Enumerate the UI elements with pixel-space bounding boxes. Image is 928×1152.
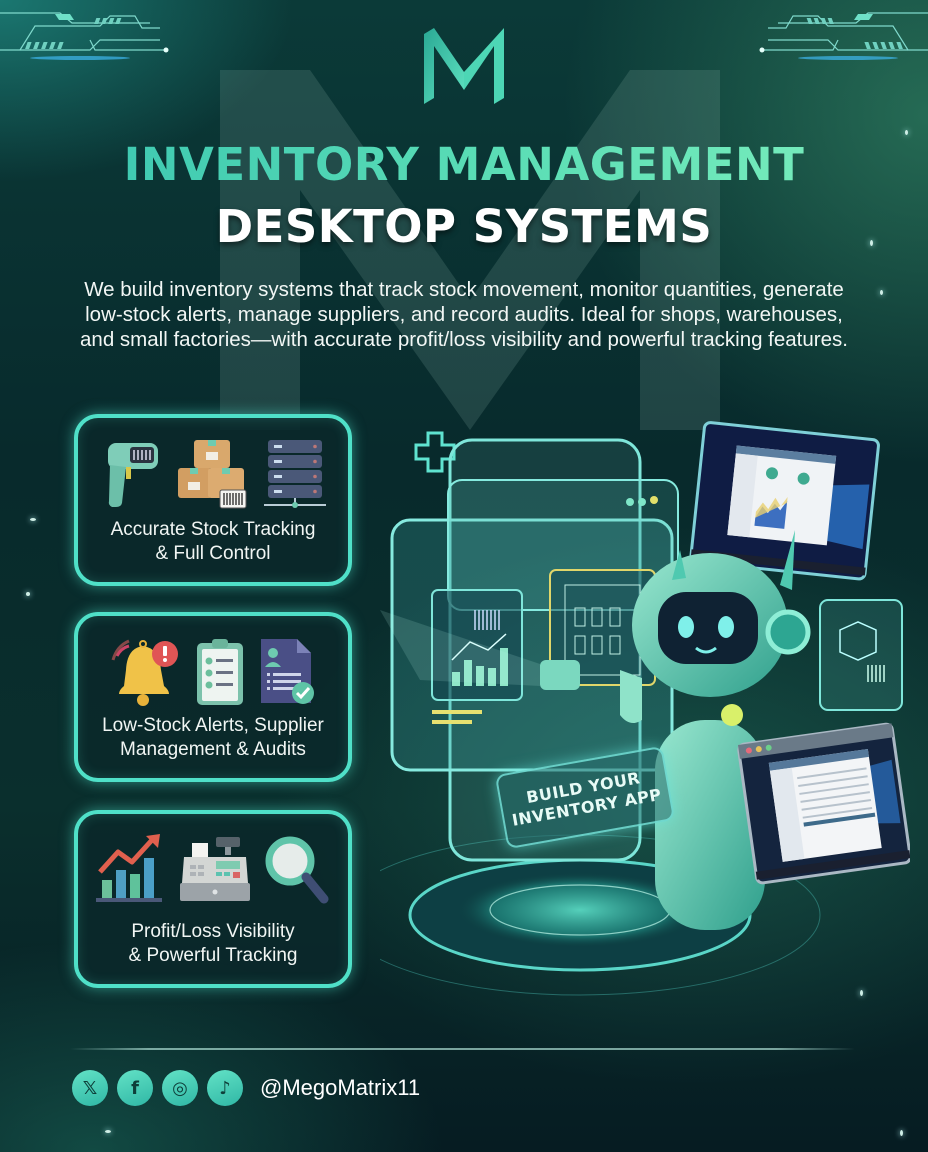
feature-label: Profit/Loss Visibility & Powerful Tracki… bbox=[128, 921, 298, 966]
x-icon[interactable]: 𝕏 bbox=[72, 1070, 108, 1106]
boxes-icon bbox=[178, 440, 247, 509]
feature-card-alerts-suppliers: Low-Stock Alerts, Supplier Management & … bbox=[74, 612, 352, 782]
sparkle bbox=[30, 518, 36, 521]
holographic-dashboard bbox=[390, 479, 679, 772]
m-monogram-icon bbox=[424, 28, 504, 104]
robot-mascot bbox=[380, 530, 811, 930]
supplier-document-icon bbox=[261, 639, 314, 704]
desktop-window-table bbox=[737, 722, 910, 885]
server-icon bbox=[264, 440, 326, 508]
tech-decoration-left bbox=[0, 12, 169, 60]
title-line-1: INVENTORY MANAGEMENT bbox=[0, 138, 928, 191]
sparkle bbox=[870, 240, 873, 246]
feature-label: Accurate Stock Tracking & Full Control bbox=[110, 519, 316, 564]
social-handle: @MegoMatrix11 bbox=[260, 1075, 421, 1100]
growth-chart-icon bbox=[96, 834, 162, 902]
facebook-icon[interactable]: f bbox=[117, 1070, 153, 1106]
checklist-clipboard-icon bbox=[197, 639, 243, 705]
sparkle bbox=[105, 1130, 111, 1133]
sparkle bbox=[880, 290, 883, 295]
cash-register-icon bbox=[180, 837, 250, 901]
description-text: We build inventory systems that track st… bbox=[80, 278, 848, 351]
social-links: 𝕏 f ◎ ♪ @MegoMatrix11 bbox=[72, 1070, 420, 1106]
magnifier-icon bbox=[265, 836, 329, 904]
tiktok-icon[interactable]: ♪ bbox=[207, 1070, 243, 1106]
sparkle bbox=[905, 130, 908, 135]
instagram-icon[interactable]: ◎ bbox=[162, 1070, 198, 1106]
background-m-watermark bbox=[220, 70, 720, 430]
sparkle bbox=[860, 990, 863, 996]
desktop-window-dashboard bbox=[689, 421, 880, 581]
title-line-2: DESKTOP SYSTEMS bbox=[215, 200, 713, 253]
alert-bell-icon bbox=[111, 639, 178, 706]
barcode-scanner-icon bbox=[108, 443, 158, 507]
tech-decoration-right bbox=[759, 12, 928, 60]
feature-card-stock-tracking: Accurate Stock Tracking & Full Control bbox=[74, 414, 352, 586]
feature-label: Low-Stock Alerts, Supplier Management & … bbox=[102, 715, 324, 760]
sparkle bbox=[26, 592, 30, 596]
sparkle bbox=[900, 1130, 903, 1136]
feature-card-profit-loss: Profit/Loss Visibility & Powerful Tracki… bbox=[74, 810, 352, 988]
footer-divider bbox=[70, 1048, 855, 1050]
robot-inventory-illustration bbox=[380, 421, 910, 996]
